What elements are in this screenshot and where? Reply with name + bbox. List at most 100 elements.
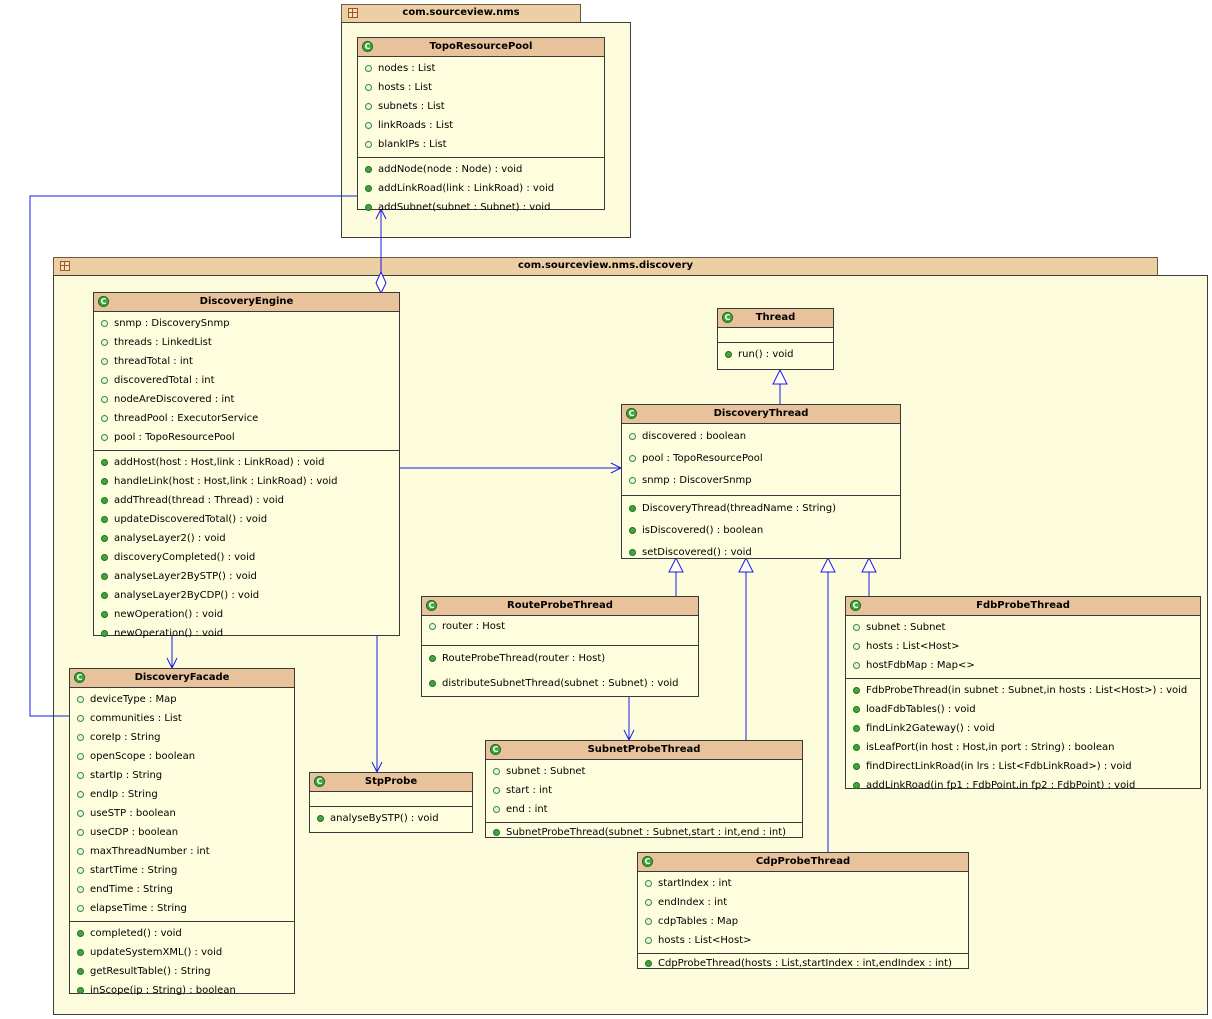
attribute[interactable]: startIp : String [70, 766, 294, 785]
method[interactable]: isDiscovered() : boolean [622, 520, 900, 542]
class-stp-probe[interactable]: C StpProbe analyseBySTP() : void [309, 772, 473, 833]
attribute[interactable]: threads : LinkedList [94, 333, 399, 352]
attributes-section: subnet : Subnet hosts : List<Host> hostF… [846, 616, 1200, 679]
attribute[interactable]: router : Host [422, 617, 698, 636]
method[interactable]: DiscoveryThread(threadName : String) [622, 498, 900, 520]
attribute-icon [101, 415, 108, 422]
method[interactable]: addThread(thread : Thread) : void [94, 491, 399, 510]
attributes-section: discovered : boolean pool : TopoResource… [622, 424, 900, 496]
attribute[interactable]: threadTotal : int [94, 352, 399, 371]
attribute[interactable]: endIp : String [70, 785, 294, 804]
attribute[interactable]: end : int [486, 800, 802, 819]
method[interactable]: addSubnet(subnet : Subnet) : void [358, 198, 604, 217]
attribute[interactable]: deviceType : Map [70, 690, 294, 709]
attribute[interactable]: startIndex : int [638, 874, 968, 893]
method[interactable]: CdpProbeThread(hosts : List,startIndex :… [638, 955, 968, 972]
method[interactable]: addLinkRoad(link : LinkRoad) : void [358, 179, 604, 198]
attribute[interactable]: discoveredTotal : int [94, 371, 399, 390]
attribute[interactable]: subnet : Subnet [846, 618, 1200, 637]
method[interactable]: RouteProbeThread(router : Host) [422, 646, 698, 671]
method[interactable]: analyseBySTP() : void [310, 809, 472, 828]
attribute[interactable]: maxThreadNumber : int [70, 842, 294, 861]
attribute-icon [101, 320, 108, 327]
method-icon [629, 527, 636, 534]
attribute-icon [853, 643, 860, 650]
attribute-icon [365, 141, 372, 148]
attribute[interactable]: subnet : Subnet [486, 762, 802, 781]
attribute[interactable]: hosts : List<Host> [638, 931, 968, 950]
attribute-icon [493, 787, 500, 794]
methods-section: RouteProbeThread(router : Host) distribu… [422, 646, 698, 699]
attribute[interactable]: hosts : List [358, 78, 604, 97]
attribute[interactable]: discovered : boolean [622, 426, 900, 448]
method[interactable]: analyseLayer2BySTP() : void [94, 567, 399, 586]
attribute[interactable]: coreIp : String [70, 728, 294, 747]
attribute[interactable]: endIndex : int [638, 893, 968, 912]
methods-section: addHost(host : Host,link : LinkRoad) : v… [94, 451, 399, 646]
class-icon: C [314, 776, 325, 787]
attribute[interactable]: cdpTables : Map [638, 912, 968, 931]
method[interactable]: findDirectLinkRoad(in lrs : List<FdbLink… [846, 757, 1200, 776]
method[interactable]: distributeSubnetThread(subnet : Subnet) … [422, 671, 698, 696]
method[interactable]: addLinkRoad(in fp1 : FdbPoint,in fp2 : F… [846, 776, 1200, 795]
method[interactable]: completed() : void [70, 924, 294, 943]
attribute[interactable]: threadPool : ExecutorService [94, 409, 399, 428]
attribute[interactable]: endTime : String [70, 880, 294, 899]
method[interactable]: updateSystemXML() : void [70, 943, 294, 962]
attribute[interactable]: snmp : DiscoverSnmp [622, 470, 900, 492]
attribute[interactable]: hosts : List<Host> [846, 637, 1200, 656]
attribute[interactable]: hostFdbMap : Map<> [846, 656, 1200, 675]
method[interactable]: discoveryCompleted() : void [94, 548, 399, 567]
method[interactable]: addNode(node : Node) : void [358, 160, 604, 179]
attribute[interactable]: communities : List [70, 709, 294, 728]
attribute[interactable]: start : int [486, 781, 802, 800]
attribute[interactable]: nodes : List [358, 59, 604, 78]
class-icon: C [626, 408, 637, 419]
method[interactable]: setDiscovered() : void [622, 542, 900, 564]
attribute[interactable]: snmp : DiscoverySnmp [94, 314, 399, 333]
method-icon [101, 535, 108, 542]
method[interactable]: isLeafPort(in host : Host,in port : Stri… [846, 738, 1200, 757]
method[interactable]: newOperation() : void [94, 624, 399, 643]
attribute[interactable]: openScope : boolean [70, 747, 294, 766]
methods-section: CdpProbeThread(hosts : List,startIndex :… [638, 954, 968, 975]
class-name: DiscoveryEngine [199, 296, 294, 307]
method[interactable]: addHost(host : Host,link : LinkRoad) : v… [94, 453, 399, 472]
method[interactable]: newOperation() : void [94, 605, 399, 624]
attribute[interactable]: elapseTime : String [70, 899, 294, 918]
method[interactable]: findLink2Gateway() : void [846, 719, 1200, 738]
method[interactable]: getResultTable() : String [70, 962, 294, 981]
attribute[interactable]: blankIPs : List [358, 135, 604, 154]
attribute[interactable]: useCDP : boolean [70, 823, 294, 842]
method[interactable]: FdbProbeThread(in subnet : Subnet,in hos… [846, 681, 1200, 700]
attribute[interactable]: pool : TopoResourcePool [94, 428, 399, 447]
method[interactable]: run() : void [718, 345, 833, 364]
attribute[interactable]: pool : TopoResourcePool [622, 448, 900, 470]
class-name: StpProbe [364, 776, 418, 787]
attribute[interactable]: useSTP : boolean [70, 804, 294, 823]
method[interactable]: analyseLayer2ByCDP() : void [94, 586, 399, 605]
class-name: DiscoveryThread [713, 408, 809, 419]
attribute[interactable]: linkRoads : List [358, 116, 604, 135]
method[interactable]: SubnetProbeThread(subnet : Subnet,start … [486, 824, 802, 841]
method[interactable]: handleLink(host : Host,link : LinkRoad) … [94, 472, 399, 491]
attribute[interactable]: startTime : String [70, 861, 294, 880]
method[interactable]: updateDiscoveredTotal() : void [94, 510, 399, 529]
method[interactable]: loadFdbTables() : void [846, 700, 1200, 719]
attribute[interactable]: subnets : List [358, 97, 604, 116]
attribute[interactable]: nodeAreDiscovered : int [94, 390, 399, 409]
method-icon [77, 987, 84, 994]
method[interactable]: analyseLayer2() : void [94, 529, 399, 548]
class-discovery-thread[interactable]: C DiscoveryThread discovered : boolean po… [621, 404, 901, 559]
method[interactable]: inScope(ip : String) : boolean [70, 981, 294, 1000]
